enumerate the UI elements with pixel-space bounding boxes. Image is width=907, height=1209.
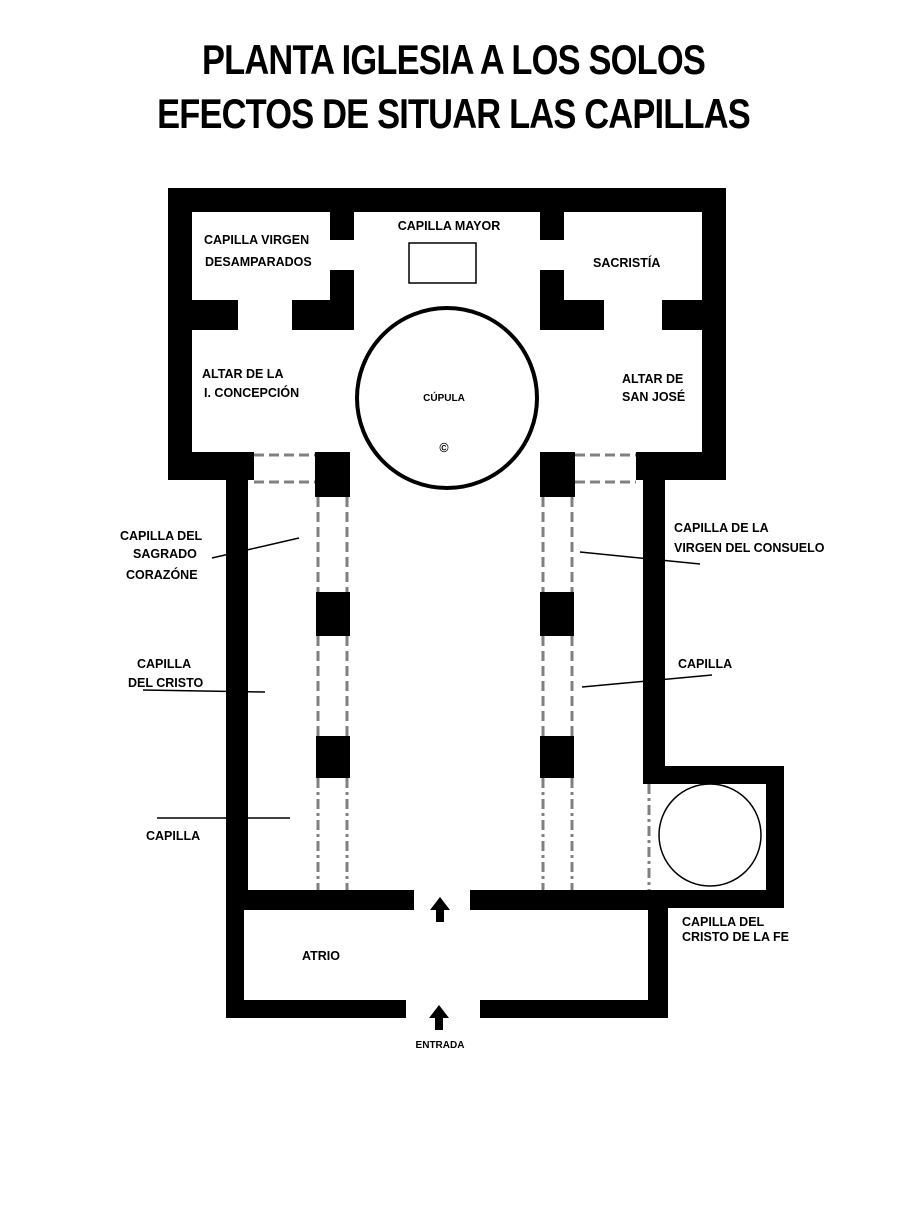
pillars xyxy=(315,452,575,778)
copyright-mark: © xyxy=(439,441,449,455)
label-cupula: CÚPULA xyxy=(423,391,465,404)
label-consuelo-1: CAPILLA DE LA xyxy=(674,521,769,535)
altar-table xyxy=(408,242,477,284)
label-capilla-mayor: CAPILLA MAYOR xyxy=(398,219,501,233)
label-cristo-2: DEL CRISTO xyxy=(128,676,204,690)
label-capilla-right: CAPILLA xyxy=(678,657,732,671)
arrow-up-icon xyxy=(430,897,450,922)
label-atrio: ATRIO xyxy=(302,949,340,963)
dashed-dividers xyxy=(254,453,651,890)
title-line-1: PLANTA IGLESIA A LOS SOLOS xyxy=(202,36,706,83)
chapel-dome-circle xyxy=(658,783,762,887)
label-altar-jose-1: ALTAR DE xyxy=(622,372,683,386)
label-altar-concepcion-2: I. CONCEPCIÓN xyxy=(204,385,299,400)
label-sagrado-1: CAPILLA DEL xyxy=(120,529,203,543)
label-capilla-left-bottom: CAPILLA xyxy=(146,829,200,843)
title-line-2: EFECTOS DE SITUAR LAS CAPILLAS xyxy=(157,90,751,137)
arrow-up-icon xyxy=(429,1005,449,1030)
interior-walls xyxy=(168,188,726,330)
label-sagrado-2: SAGRADO xyxy=(133,547,197,561)
label-entrada: ENTRADA xyxy=(416,1040,465,1051)
label-altar-jose-2: SAN JOSÉ xyxy=(622,389,685,404)
label-capilla-virgen-1: CAPILLA VIRGEN xyxy=(204,233,309,247)
label-sacristia: SACRISTÍA xyxy=(593,255,660,270)
outer-walls xyxy=(168,188,784,1018)
label-capilla-virgen-2: DESAMPARADOS xyxy=(205,255,312,269)
label-cristo-fe-1: CAPILLA DEL xyxy=(682,915,765,929)
leader-lines xyxy=(142,537,713,819)
label-cristo-1: CAPILLA xyxy=(137,657,191,671)
label-cristo-fe-2: CRISTO DE LA FE xyxy=(682,930,789,944)
dome-circle xyxy=(355,306,539,490)
label-altar-concepcion-1: ALTAR DE LA xyxy=(202,367,283,381)
label-consuelo-2: VIRGEN DEL CONSUELO xyxy=(674,541,825,555)
label-sagrado-3: CORAZÓNE xyxy=(126,567,198,582)
